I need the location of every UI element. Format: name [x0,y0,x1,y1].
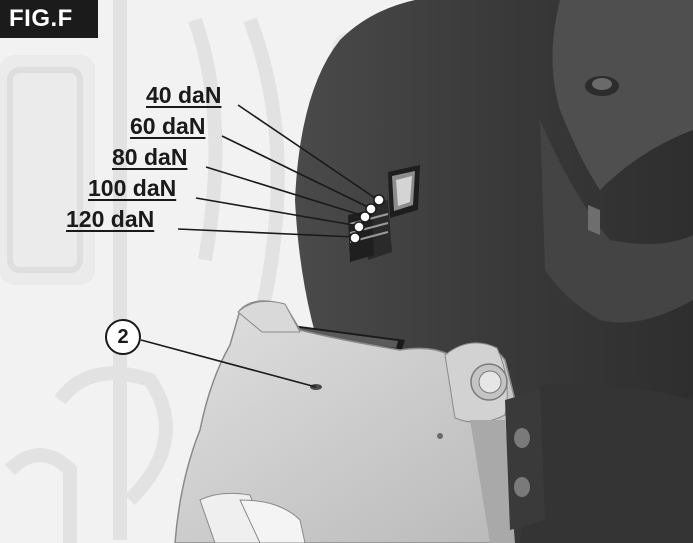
load-leader-lines [177,104,379,238]
marker-40 [373,194,385,206]
leader-60 [221,135,371,209]
callout-leader [140,339,317,388]
load-label-80: 80 daN [112,144,188,170]
load-label-100: 100 daN [88,175,177,201]
leader-80 [205,166,365,217]
leader-40 [237,104,379,201]
load-label-60: 60 daN [130,113,206,139]
load-label-120: 120 daN [66,206,155,232]
mounting-block [505,390,545,530]
marker-100 [353,221,365,233]
marker-120 [349,232,361,244]
figure-label: FIG.F [0,0,98,38]
callout-number: 2 [105,319,141,355]
load-label-40: 40 daN [146,82,222,108]
leader-120 [177,228,356,238]
preload-slot-assembly [348,165,420,262]
suspension-bracket [174,300,522,543]
marker-80 [359,211,371,223]
load-markers [349,194,385,244]
marker-60 [365,203,377,215]
watermark-background [5,0,285,543]
leader-100 [195,197,360,227]
